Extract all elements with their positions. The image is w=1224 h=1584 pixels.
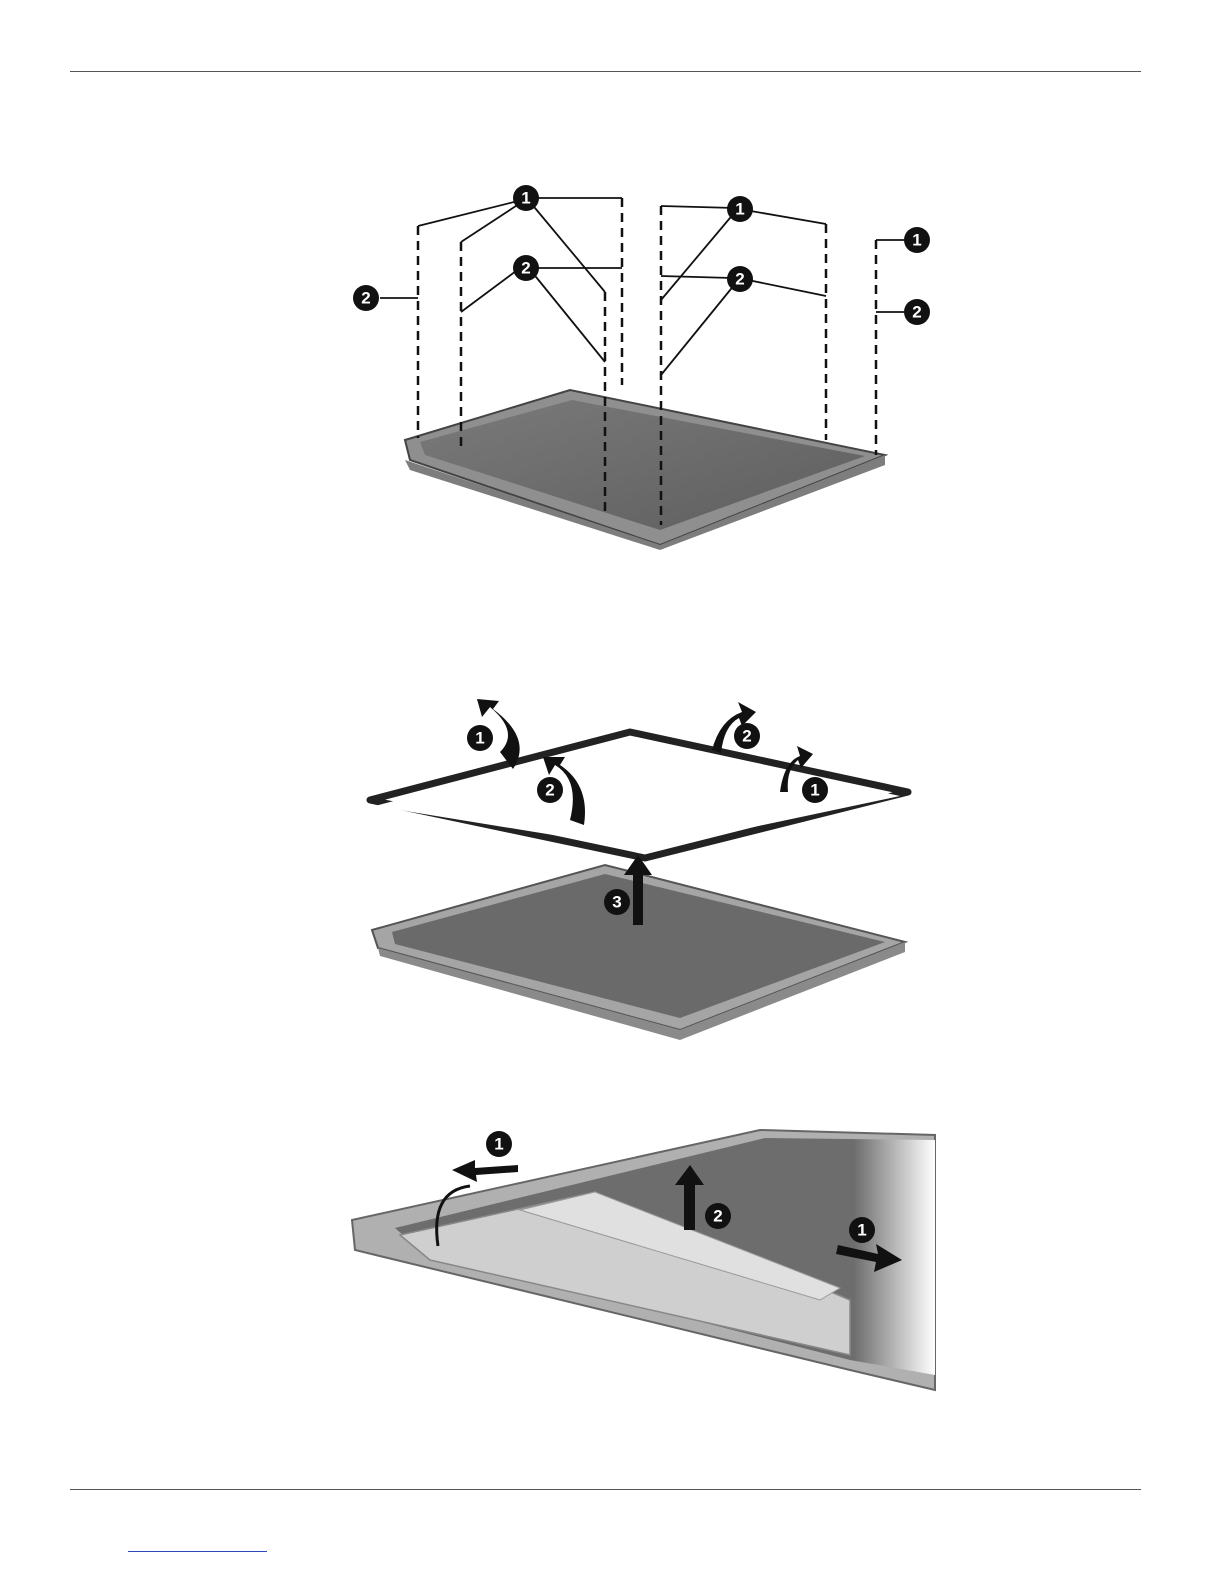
callout-1: 1 xyxy=(904,227,930,253)
bezel-frame-shape xyxy=(370,732,908,858)
svg-text:2: 2 xyxy=(735,270,744,289)
callout-1: 1 xyxy=(467,725,493,751)
svg-text:2: 2 xyxy=(742,727,751,746)
svg-text:2: 2 xyxy=(545,781,554,800)
display-bezel-illustration: 1 2 2 1 3 xyxy=(0,680,1224,1050)
display-screws-illustration: 1 2 2 1 2 1 2 xyxy=(0,170,1224,560)
callout-2: 2 xyxy=(537,777,563,803)
svg-text:2: 2 xyxy=(361,289,370,308)
svg-text:1: 1 xyxy=(735,200,744,219)
callout-3: 3 xyxy=(604,889,630,915)
callout-2: 2 xyxy=(904,299,930,325)
callout-2: 2 xyxy=(705,1203,731,1229)
inverter-board-illustration: 1 2 1 xyxy=(0,1120,1224,1410)
svg-text:1: 1 xyxy=(857,1221,866,1240)
svg-text:1: 1 xyxy=(810,781,819,800)
svg-text:3: 3 xyxy=(612,893,621,912)
callout-1: 1 xyxy=(849,1217,875,1243)
svg-text:2: 2 xyxy=(912,303,921,322)
svg-text:2: 2 xyxy=(713,1207,722,1226)
footer-link-underline[interactable] xyxy=(128,1551,267,1552)
header-rule xyxy=(70,71,1141,72)
callout-1: 1 xyxy=(727,196,753,222)
svg-text:2: 2 xyxy=(521,259,530,278)
display-panel-shape xyxy=(405,390,885,550)
svg-text:1: 1 xyxy=(475,729,484,748)
callout-2: 2 xyxy=(353,285,379,311)
callout-2: 2 xyxy=(727,266,753,292)
callout-1: 1 xyxy=(486,1131,512,1157)
callout-2: 2 xyxy=(513,255,539,281)
callout-1: 1 xyxy=(513,185,539,211)
callout-1: 1 xyxy=(802,777,828,803)
svg-text:1: 1 xyxy=(521,189,530,208)
footer-rule xyxy=(70,1489,1141,1490)
callout-2: 2 xyxy=(734,723,760,749)
svg-text:1: 1 xyxy=(494,1135,503,1154)
svg-text:1: 1 xyxy=(912,231,921,250)
display-panel-shape xyxy=(352,1130,935,1390)
